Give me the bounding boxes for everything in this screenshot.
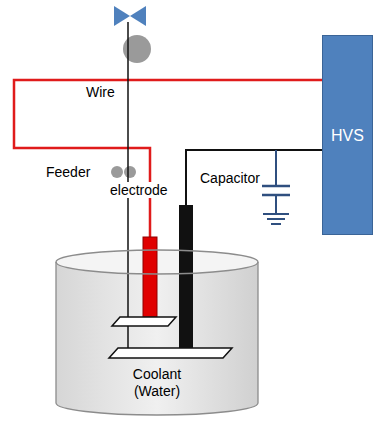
feeder-roller [111,166,123,178]
box-title: HVS [331,127,364,144]
coolant-vessel: Coolant (Water) [55,248,259,418]
wire-label: Wire [84,84,117,100]
electrode-label: electrode [108,182,170,198]
capacitor-symbol [262,150,290,224]
pulley [123,35,151,63]
lower-plate [109,348,232,358]
supply-wire-red [14,80,322,237]
black-electrode [179,205,193,350]
upper-plate [112,317,176,326]
vessel-rim [56,250,258,274]
vessel-label: Coolant (Water) [133,366,181,400]
feeder-roller [124,166,136,178]
valve-symbol [114,6,146,26]
supply-wire-black [186,150,322,205]
feeder-label: Feeder [44,164,92,180]
power-supply-box: HVS [322,35,373,235]
vessel-body [56,262,258,415]
red-electrode [143,237,157,317]
capacitor-label: Capacitor [198,170,262,186]
